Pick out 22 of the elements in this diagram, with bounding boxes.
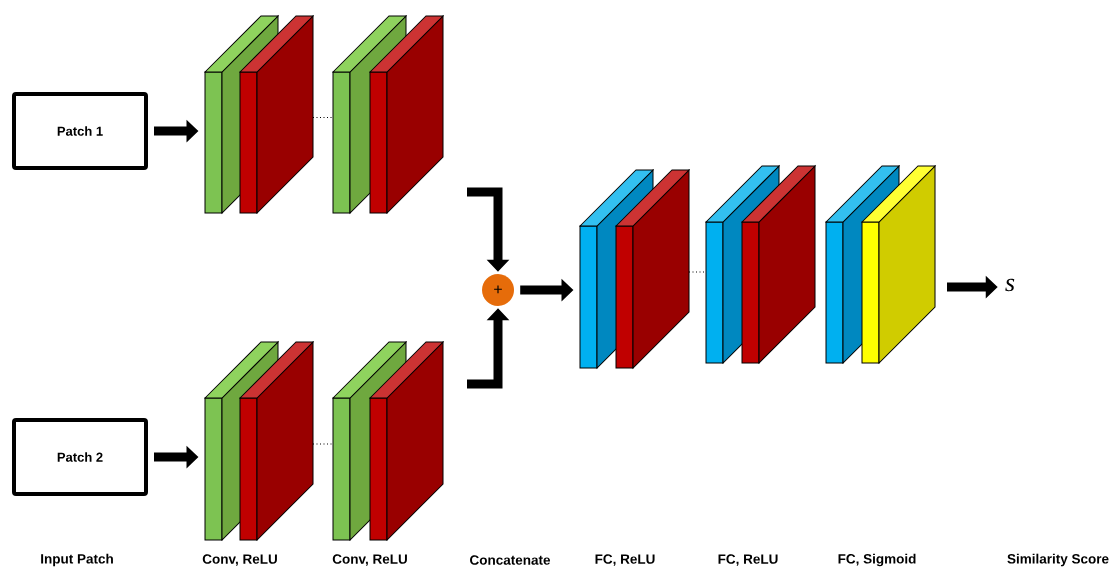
layer-slab <box>239 15 314 214</box>
layer-label: Conv, ReLU <box>202 554 277 566</box>
dotted-connector <box>688 271 707 273</box>
output-symbol: s <box>1005 278 1015 292</box>
layer-slab <box>369 341 444 541</box>
layer-label: Similarity Score <box>1007 553 1109 567</box>
layer-slab <box>239 341 314 541</box>
layer-label: Conv, ReLU <box>332 554 407 566</box>
layer-label: Concatenate <box>470 555 551 565</box>
layer-label: FC, ReLU <box>718 554 778 566</box>
layer-label: FC, Sigmoid <box>838 553 916 567</box>
input-box: Patch 2 <box>12 418 148 496</box>
layer-slab <box>615 169 690 369</box>
layer-slab <box>369 15 444 214</box>
layer-slab <box>861 165 936 364</box>
layer-slab <box>741 165 816 364</box>
arrow <box>467 187 510 272</box>
layer-label: FC, ReLU <box>595 554 655 566</box>
dotted-connector <box>312 117 334 118</box>
input-box: Patch 1 <box>12 92 148 170</box>
dotted-connector <box>312 443 334 445</box>
layer-label: Input Patch <box>41 553 113 567</box>
